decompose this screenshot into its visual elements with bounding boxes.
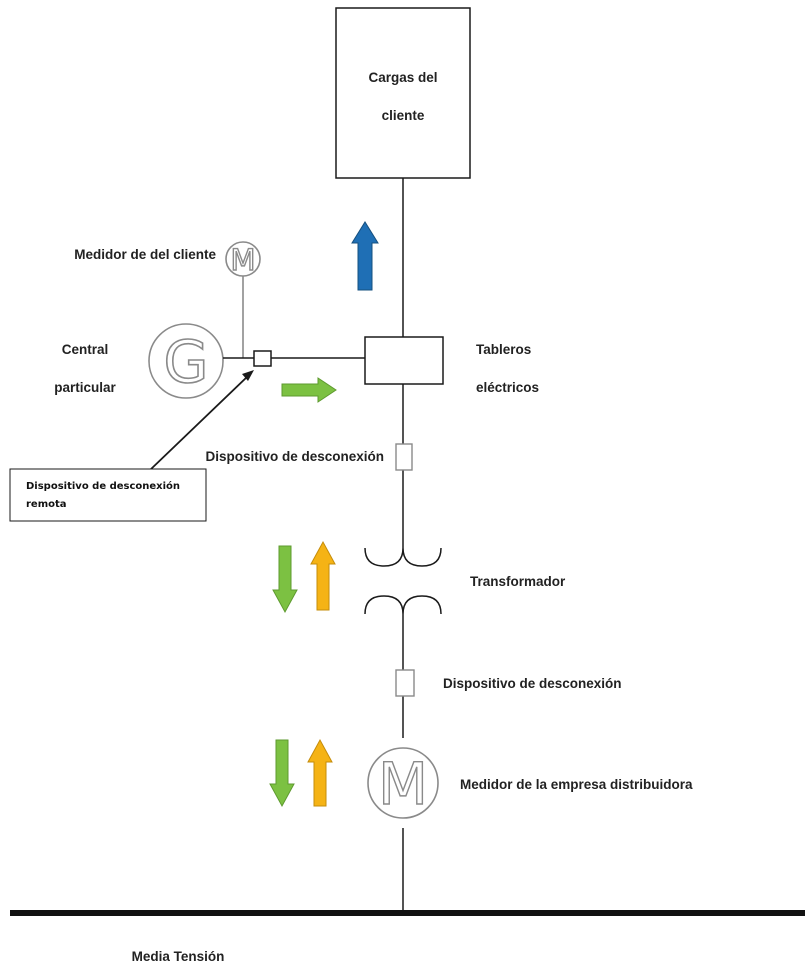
upper-disconnect-switch: [395, 443, 413, 471]
utility-meter-letter: M: [378, 750, 428, 818]
transformer-icon: [364, 547, 442, 615]
generator-icon: [148, 323, 224, 399]
callout-arrow-line: [149, 375, 249, 471]
green-down-arrow-transformer: [272, 545, 298, 614]
customer-loads-label-line1: Cargas del: [368, 70, 437, 85]
generator-letter: G: [164, 328, 209, 396]
green-right-arrow: [281, 377, 337, 403]
orange-up-arrow-meter: [307, 738, 333, 807]
orange-up-arrow-transformer: [310, 540, 336, 611]
electrical-panel-label-line2: eléctricos: [476, 380, 539, 395]
private-plant-label-line2: particular: [54, 380, 116, 395]
customer-loads-label-line2: cliente: [382, 108, 425, 123]
customer-meter-letter: M: [230, 243, 255, 277]
upper-disconnect-label: Dispositivo de desconexión: [205, 449, 384, 464]
customer-loads-box: [335, 7, 471, 179]
remote-disconnect-callout-box: [9, 468, 207, 522]
remote-disconnect-label-line1: Dispositivo de desconexión: [26, 480, 180, 492]
utility-meter-icon: [367, 747, 439, 819]
callout-arrowhead: [242, 370, 254, 381]
transformer-label: Transformador: [470, 574, 566, 589]
lower-disconnect-label: Dispositivo de desconexión: [443, 676, 622, 691]
customer-meter-label: Medidor de del cliente: [74, 247, 216, 262]
lower-disconnect-switch: [395, 669, 415, 697]
electrical-panel-box: [364, 336, 444, 385]
green-down-arrow-meter: [269, 739, 295, 808]
remote-disconnect-label-line2: remota: [26, 499, 67, 510]
electrical-panel-label-line1: Tableros: [476, 342, 531, 357]
medium-voltage-label: Media Tensión: [132, 949, 225, 964]
blue-up-arrow: [351, 221, 379, 291]
utility-meter-label: Medidor de la empresa distribuidora: [460, 777, 693, 792]
private-plant-label-line1: Central: [62, 342, 109, 357]
remote-disconnect-switch: [253, 350, 272, 367]
